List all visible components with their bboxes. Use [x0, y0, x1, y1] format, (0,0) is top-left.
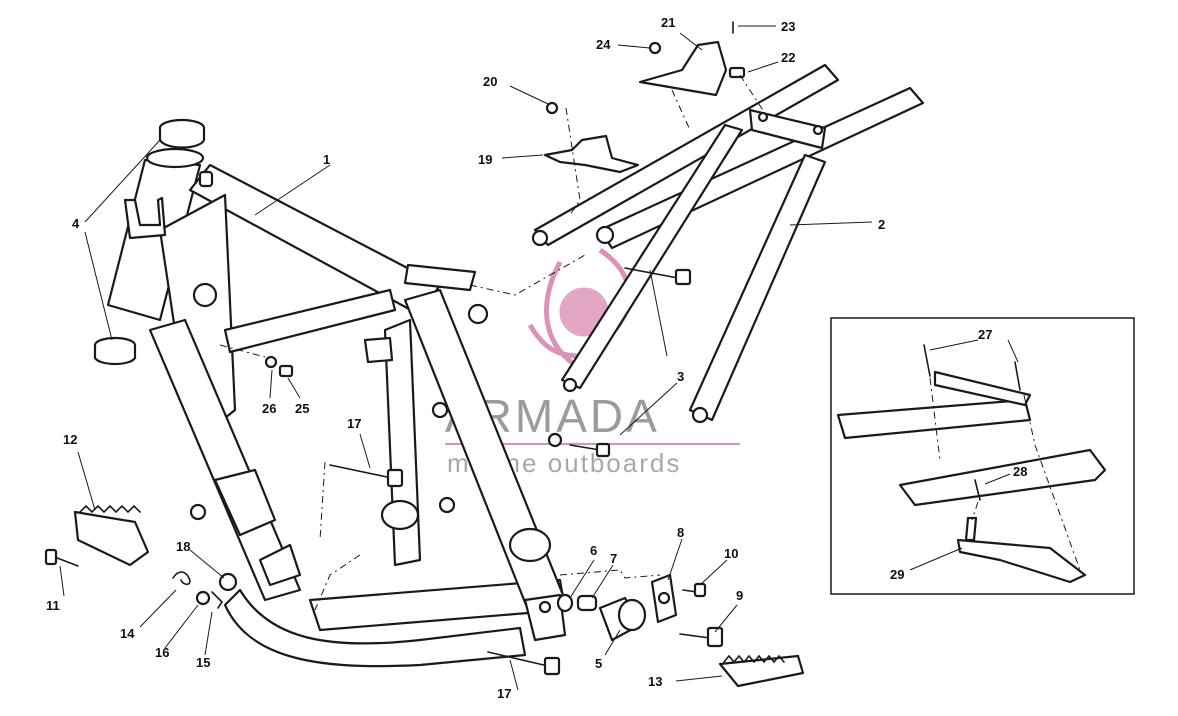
- callout-26: 26: [262, 401, 276, 416]
- inset-detail: [830, 317, 1135, 595]
- callout-5: 5: [595, 656, 602, 671]
- callout-7: 7: [610, 551, 617, 566]
- callout-15: 15: [196, 655, 210, 670]
- right-footpeg: [718, 654, 805, 688]
- callout-4: 4: [72, 216, 80, 231]
- callout-29: 29: [890, 567, 904, 582]
- callout-21: 21: [661, 15, 675, 30]
- bushing-right: [598, 596, 647, 642]
- assembly-lines: [219, 74, 769, 611]
- callout-labels: 1 2 3 4 5 6 7 8 9 10 11 12 13 14 15 16 1…: [46, 15, 1027, 701]
- callout-16: 16: [155, 645, 169, 660]
- callout-17-lower: 17: [497, 686, 511, 701]
- subframe-bolt-upper: [624, 267, 692, 286]
- callout-6: 6: [590, 543, 597, 558]
- rear-subframe: [531, 63, 925, 424]
- callout-10: 10: [724, 546, 738, 561]
- left-footpeg: [44, 504, 150, 567]
- callout-2: 2: [878, 217, 885, 232]
- bolt-10: [682, 582, 707, 598]
- spacer-6: [556, 593, 574, 613]
- main-frame: [106, 147, 567, 668]
- callout-9: 9: [736, 588, 743, 603]
- callout-23: 23: [781, 19, 795, 34]
- callout-13: 13: [648, 674, 662, 689]
- screw-25: [278, 364, 294, 378]
- leader-lines: [59, 25, 1019, 691]
- callout-3: 3: [677, 369, 684, 384]
- spacer-7: [576, 594, 598, 612]
- callout-24: 24: [596, 37, 611, 52]
- washer-26: [264, 355, 278, 369]
- footpeg-mount-8: [650, 573, 678, 624]
- callout-17-upper: 17: [347, 416, 361, 431]
- callout-27: 27: [978, 327, 992, 342]
- seat-bracket: [543, 101, 640, 174]
- swingarm-pivot-bolt: [329, 464, 404, 488]
- callout-18: 18: [176, 539, 190, 554]
- callout-28: 28: [1013, 464, 1027, 479]
- subframe-bolt-lower: [569, 442, 611, 458]
- callout-20: 20: [483, 74, 497, 89]
- footpeg-bracket-bolt: [679, 626, 724, 648]
- callout-11: 11: [46, 598, 60, 613]
- footpeg-spring-parts: [172, 503, 238, 609]
- steering-bearing-cups: [93, 118, 206, 366]
- top-bracket: [638, 21, 746, 97]
- engine-mount-bolt: [487, 651, 561, 676]
- callout-14: 14: [120, 626, 135, 641]
- callout-1: 1: [323, 152, 330, 167]
- callout-22: 22: [781, 50, 795, 65]
- callout-8: 8: [677, 525, 684, 540]
- callout-12: 12: [63, 432, 77, 447]
- callout-25: 25: [295, 401, 309, 416]
- callout-19: 19: [478, 152, 492, 167]
